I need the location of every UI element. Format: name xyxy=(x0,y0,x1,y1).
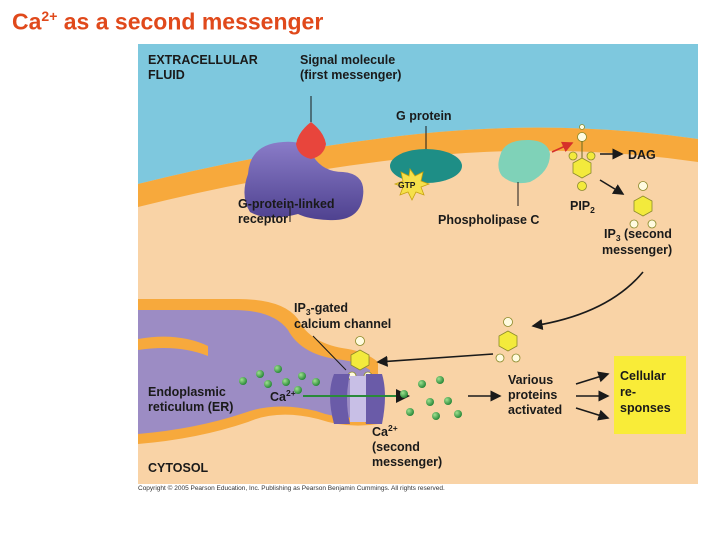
pip2-to-ip3-arrow xyxy=(599,179,625,195)
cytosol-label: CYTOSOL xyxy=(148,461,209,475)
dag-label: DAG xyxy=(628,148,656,162)
ip3-gated-calcium-channel xyxy=(330,374,385,424)
plasma-membrane xyxy=(138,127,698,207)
g-protein-label: G protein xyxy=(396,109,452,123)
er-calcium-ions xyxy=(239,365,320,394)
channel-pointer xyxy=(312,335,347,371)
response-arrow-3 xyxy=(575,407,610,421)
ip3-molecule-middle xyxy=(495,317,521,363)
title-ca: Ca xyxy=(12,8,42,35)
title-ca-charge: 2+ xyxy=(41,8,58,24)
slide-title: Ca2+ as a second messenger xyxy=(12,8,323,36)
ip3-to-channel-arrow xyxy=(376,353,494,367)
ip3-diffusion-arrow xyxy=(531,271,644,331)
er-ca-label: Ca2+ xyxy=(270,388,296,404)
gtp-star xyxy=(393,167,431,201)
activation-arrow xyxy=(551,141,574,153)
er-fold xyxy=(138,336,208,356)
endoplasmic-reticulum xyxy=(138,310,370,434)
ip3-molecule-top xyxy=(629,181,657,229)
g-protein xyxy=(390,149,462,183)
pip2-molecule xyxy=(568,124,596,191)
cellular-responses-box xyxy=(614,356,686,434)
phospholipase-c xyxy=(498,139,550,184)
cytosol-calcium-ions xyxy=(400,376,462,420)
response-arrow-1 xyxy=(575,371,610,385)
phospholipase-label: Phospholipase C xyxy=(438,213,539,227)
ca-signaling-diagram: GTP xyxy=(138,44,698,484)
gtp-label: GTP xyxy=(398,180,416,190)
signal-molecule-label: Signal molecule(first messenger) xyxy=(300,53,401,82)
pip2-label: PIP2 xyxy=(570,199,595,215)
g-protein-linked-receptor xyxy=(244,141,364,221)
copyright-notice: Copyright © 2005 Pearson Education, Inc.… xyxy=(138,485,445,492)
signal-molecule xyxy=(296,122,326,159)
title-rest: as a second messenger xyxy=(57,8,324,35)
